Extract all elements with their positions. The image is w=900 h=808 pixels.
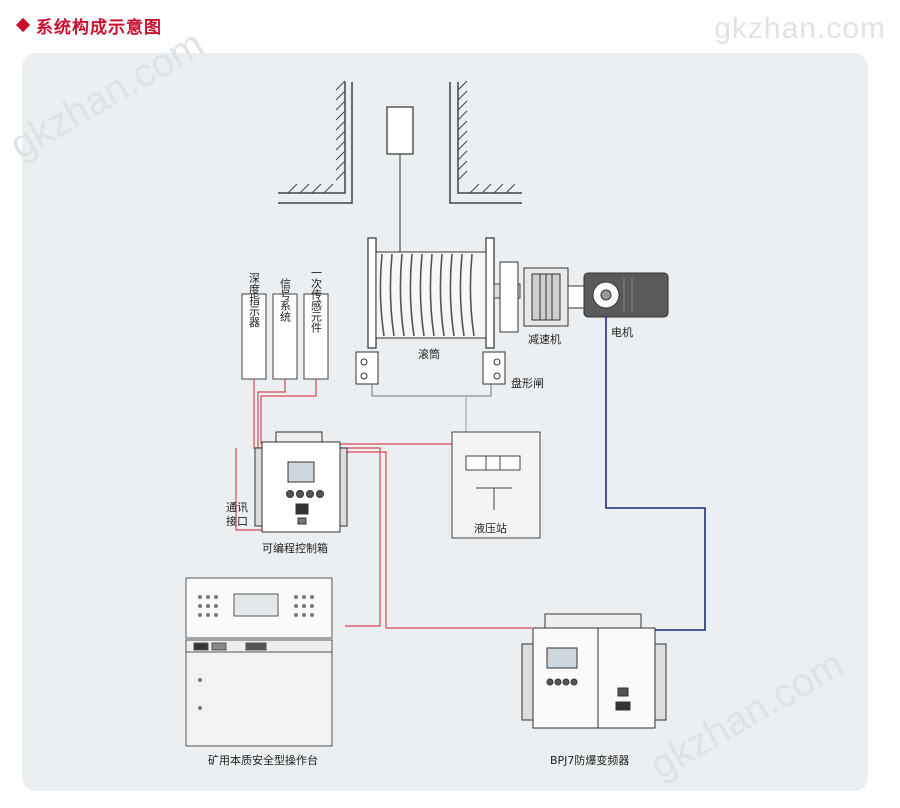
watermark-right: gkzhan.com [643,642,852,788]
vfd-label: BPJ7防爆变频器 [550,753,629,767]
watermark-left: gkzhan.com [3,22,212,168]
section-title: 系统构成示意图 [36,17,162,38]
mine-shaft [278,80,522,204]
primary-sensor-box: 一次传感元件 [303,267,329,380]
vfd-cabinet [521,613,667,729]
plc-box-label: 可编程控制箱 [262,541,328,555]
comm-port-label-2: 接口 [226,515,248,528]
hoist-cage [386,106,414,155]
drum [367,237,521,349]
watermark-top-right: gkzhan.com [714,12,886,45]
drum-label: 滚筒 [418,347,440,361]
signal-system-label: 信号系统 [279,278,292,322]
reducer [499,261,585,333]
disc-brake-label: 盘形闸 [511,376,544,390]
primary-sensor-label: 一次传感元件 [310,267,323,334]
depth-indicator-box: 深度指示器 [241,272,267,380]
plc-control-box [254,431,348,533]
motor-label: 电机 [611,325,633,339]
signal-system-box: 信号系统 [272,278,298,380]
diagram-panel [22,53,868,791]
console-label: 矿用本质安全型操作台 [208,753,318,767]
reducer-label: 减速机 [528,332,561,346]
power-wiring [605,317,706,631]
hydraulic-station-label: 液压站 [474,521,507,535]
comm-port-label-1: 通讯 [226,501,248,514]
section-header: 系统构成示意图 [15,10,162,40]
disc-brake [355,351,506,385]
hydraulic-station [451,431,541,539]
operator-console [185,577,333,747]
depth-indicator-label: 深度指示器 [248,272,261,328]
motor [583,272,669,318]
